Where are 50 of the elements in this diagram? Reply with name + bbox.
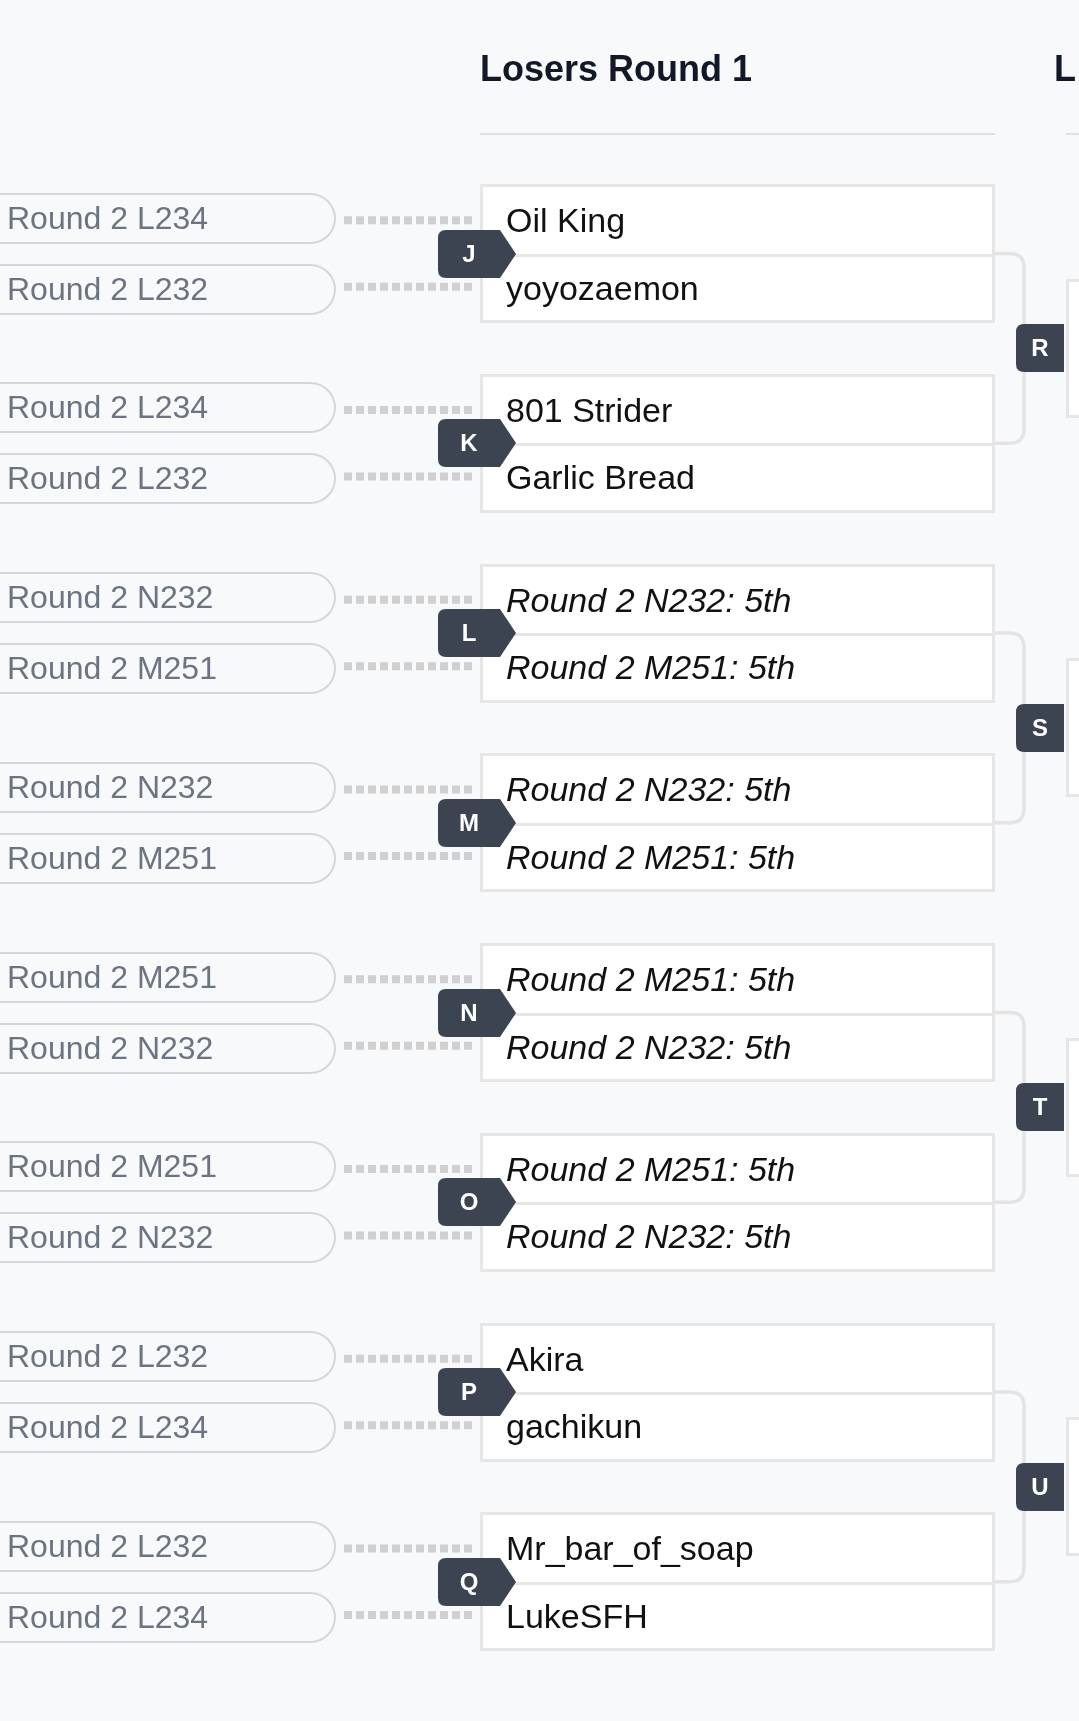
match-box — [480, 373, 995, 513]
source-pill: Round 2 L232 — [0, 453, 336, 505]
source-pill: Round 2 N232 — [0, 572, 336, 623]
entrant-slot: Round 2 N232: 5th — [483, 1012, 992, 1079]
entrant-slot: gachikun — [483, 1392, 992, 1459]
bracket-line — [995, 751, 1026, 825]
match-box — [1066, 1417, 1079, 1557]
source-pill: Round 2 M251 — [0, 1141, 336, 1193]
entrant-slot: yoyozaemon — [483, 253, 992, 320]
source-pill: Round 2 L234 — [0, 382, 336, 434]
source-pill: Round 2 N232 — [0, 1212, 336, 1264]
source-pill: Round 2 M251 — [0, 643, 336, 694]
match-box — [480, 563, 995, 703]
entrant-slot: Round 2 N232: 5th — [483, 1202, 992, 1269]
match-tag: T — [1016, 1083, 1064, 1132]
match-box — [1066, 658, 1079, 798]
source-pill: Round 2 N232 — [0, 761, 336, 813]
source-pill: Round 2 L234 — [0, 1402, 336, 1453]
entrant-slot: LukeSFH — [483, 1581, 992, 1649]
match-tag: U — [1016, 1462, 1064, 1511]
entrant-slot: Round 2 M251: 5th — [483, 633, 992, 700]
source-pill: Round 2 N232 — [0, 1022, 336, 1074]
match-box — [480, 1132, 995, 1272]
source-pill: Round 2 M251 — [0, 951, 336, 1003]
match-box — [1066, 278, 1079, 418]
source-pill: Round 2 L234 — [0, 192, 336, 244]
bracket-line — [995, 1010, 1026, 1084]
match-box — [1066, 1037, 1079, 1177]
bracket-line — [995, 1390, 1026, 1463]
column-heading: L — [1054, 47, 1077, 91]
match-box — [480, 753, 995, 893]
match-box — [480, 1322, 995, 1462]
match-box — [480, 943, 995, 1082]
bracket-line — [995, 372, 1026, 445]
bracket-line — [995, 631, 1026, 704]
column-heading: Losers Round 1 — [480, 47, 754, 91]
source-pill: Round 2 L232 — [0, 263, 336, 315]
entrant-slot: Round 2 M251: 5th — [483, 822, 992, 890]
bracket-line — [995, 1131, 1026, 1204]
entrant-slot: Garlic Bread — [483, 443, 992, 510]
match-tag: R — [1016, 324, 1064, 373]
source-pill: Round 2 L234 — [0, 1591, 336, 1643]
match-box — [480, 184, 995, 323]
source-pill: Round 2 L232 — [0, 1331, 336, 1382]
match-tag: S — [1016, 703, 1064, 752]
bracket-line — [995, 1510, 1026, 1584]
source-pill: Round 2 L232 — [0, 1520, 336, 1572]
match-box — [480, 1512, 995, 1652]
bracket-line — [995, 251, 1026, 325]
source-pill: Round 2 M251 — [0, 832, 336, 884]
